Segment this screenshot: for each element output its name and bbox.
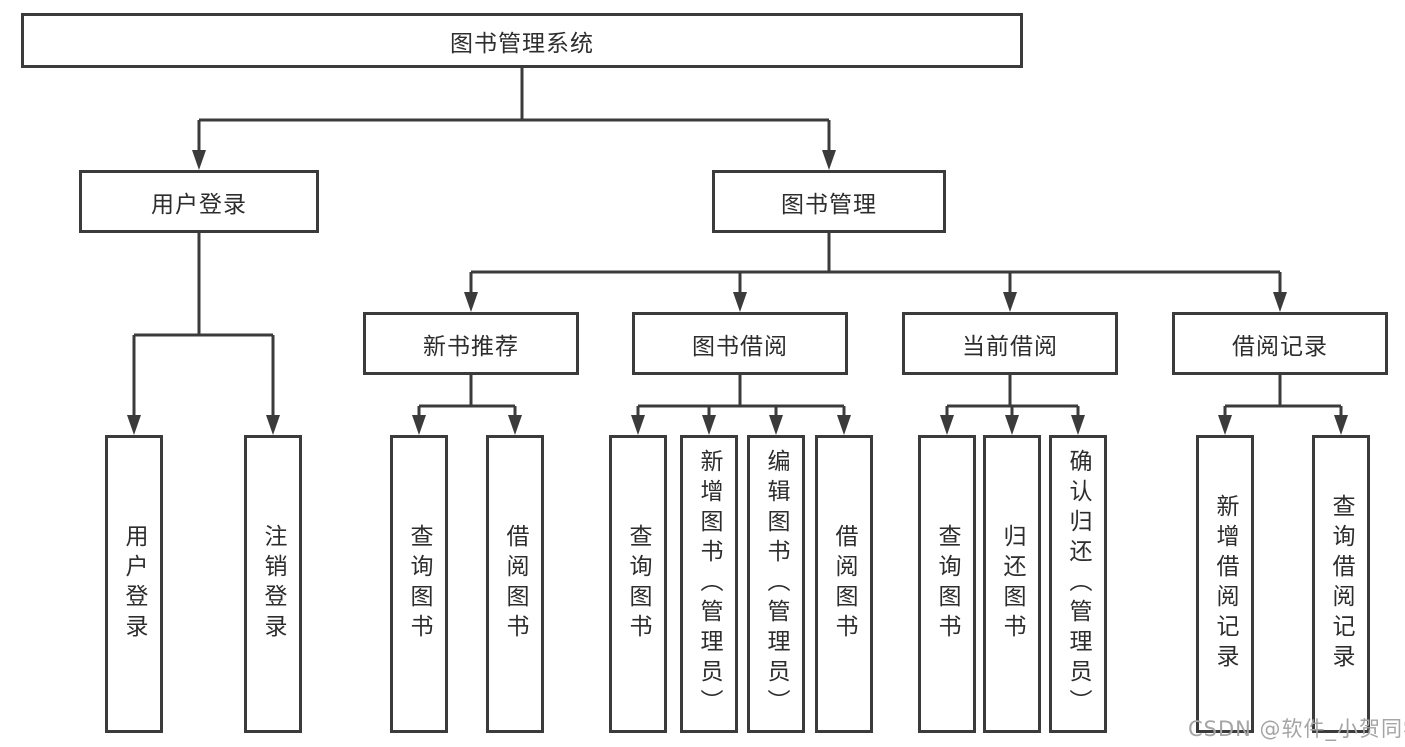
node-new-book-recommendation: 新书推荐 xyxy=(363,312,579,375)
node-root: 图书管理系统 xyxy=(21,13,1023,68)
node-book-borrowing-label: 图书借阅 xyxy=(692,333,788,360)
leaf-current-query-books: 查询图书 xyxy=(918,435,976,733)
node-current-borrowing: 当前借阅 xyxy=(902,312,1118,375)
leaf-borrowing-edit-books-admin: 编辑图书（管理员） xyxy=(747,435,805,733)
leaf-borrowing-add-books-admin: 新增图书（管理员） xyxy=(680,435,738,733)
leaf-logout: 注销登录 xyxy=(244,435,302,733)
leaf-recommend-borrow-books: 借阅图书 xyxy=(486,435,544,733)
node-root-label: 图书管理系统 xyxy=(450,30,594,57)
node-borrowing-records-label: 借阅记录 xyxy=(1232,333,1328,360)
watermark: CSDN @软件_小贺同学 xyxy=(1188,717,1405,741)
leaf-records-add-record: 新增借阅记录 xyxy=(1196,435,1254,733)
node-borrowing-records: 借阅记录 xyxy=(1172,312,1388,375)
leaf-current-return-books: 归还图书 xyxy=(983,435,1041,733)
node-current-borrowing-label: 当前借阅 xyxy=(962,333,1058,360)
tree-edges xyxy=(132,68,1343,417)
node-book-management-label: 图书管理 xyxy=(781,191,877,218)
arrowheads xyxy=(127,150,1348,435)
node-book-management: 图书管理 xyxy=(712,170,946,233)
leaf-user-login: 用户登录 xyxy=(105,435,163,733)
node-user-login: 用户登录 xyxy=(79,170,319,233)
leaf-records-query-record: 查询借阅记录 xyxy=(1312,435,1370,733)
leaf-borrowing-query-books: 查询图书 xyxy=(609,435,667,733)
node-user-login-label: 用户登录 xyxy=(151,191,247,218)
leaf-borrowing-borrow-books: 借阅图书 xyxy=(815,435,873,733)
node-book-borrowing: 图书借阅 xyxy=(632,312,848,375)
node-new-book-recommendation-label: 新书推荐 xyxy=(423,333,519,360)
leaf-recommend-query-books: 查询图书 xyxy=(390,435,448,733)
leaf-current-confirm-return-admin: 确认归还（管理员） xyxy=(1049,435,1107,733)
